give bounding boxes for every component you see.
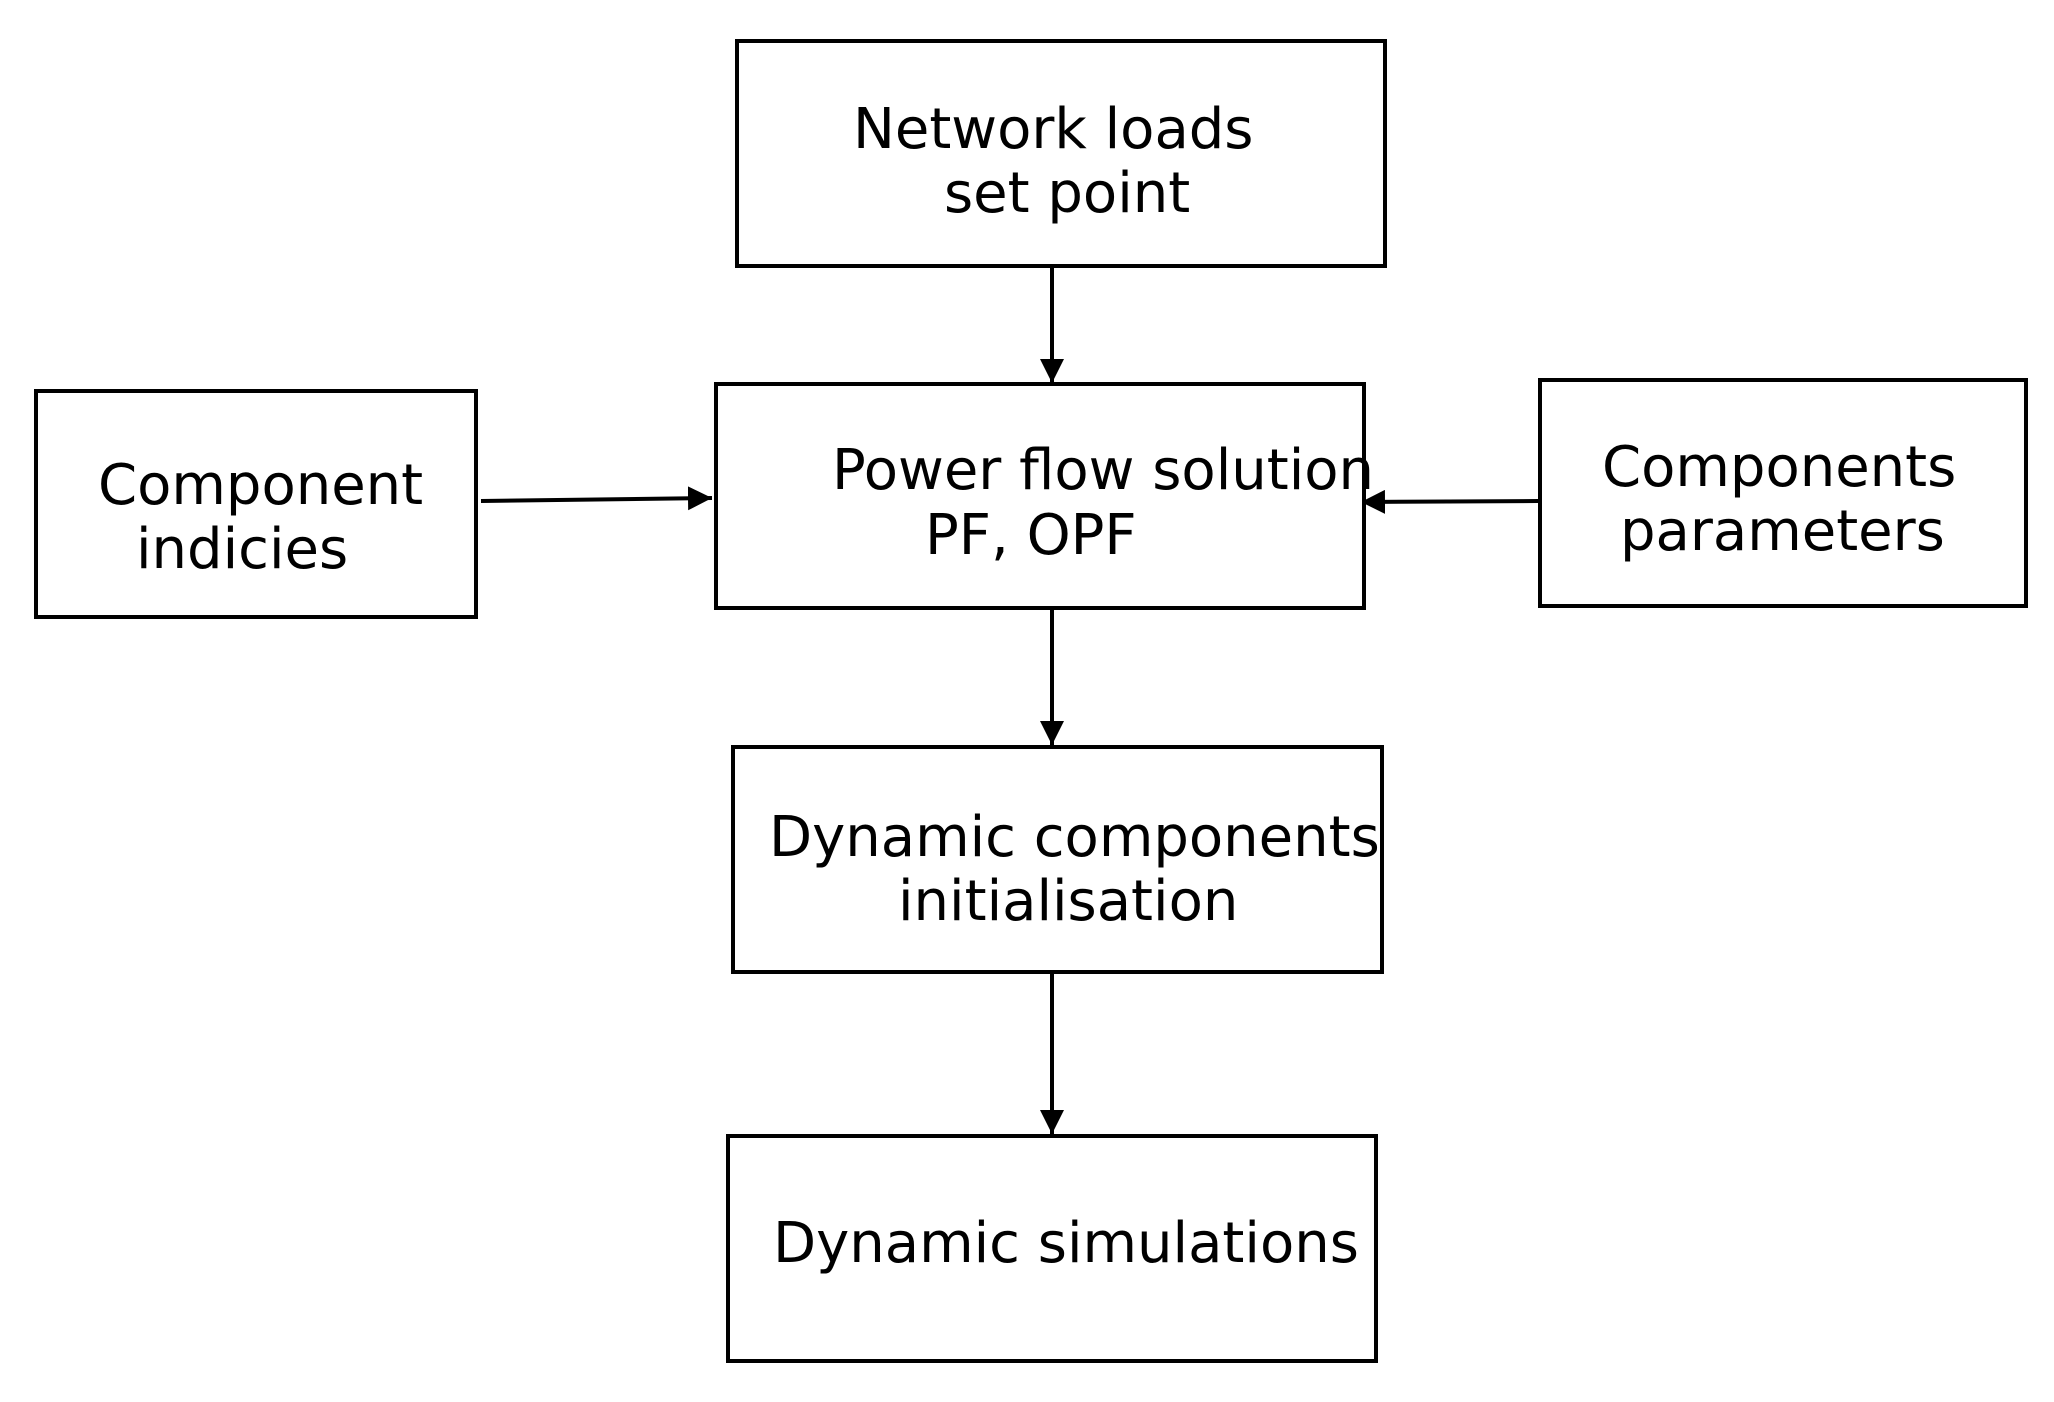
node-dynamic-init-line1: Dynamic components [769,805,1380,870]
node-components-parameters-line2: parameters [1620,499,1945,564]
node-dynamic-init: Dynamic components initialisation [731,745,1384,974]
node-power-flow-line1: Power flow solution [832,438,1375,503]
node-dynamic-init-line2: initialisation [898,869,1239,934]
node-network-loads-line1: Network loads [853,97,1254,162]
node-component-indicies: Component indicies [34,389,478,619]
node-components-parameters-line1: Components [1602,435,1957,500]
node-dynamic-sim-line1: Dynamic simulations [773,1211,1359,1276]
node-network-loads-line2: set point [944,161,1191,226]
node-network-loads: Network loads set point [735,39,1387,268]
node-component-indicies-line2: indicies [136,517,349,582]
node-dynamic-sim: Dynamic simulations [726,1134,1378,1363]
arrow-components-parameters-to-power-flow [1360,489,1539,514]
node-power-flow-line2: PF, OPF [925,503,1137,568]
node-power-flow: Power flow solution PF, OPF [714,382,1374,610]
node-component-indicies-line1: Component [98,453,424,518]
arrow-component-indicies-to-power-flow [480,486,713,511]
node-components-parameters: Components parameters [1538,378,2028,608]
